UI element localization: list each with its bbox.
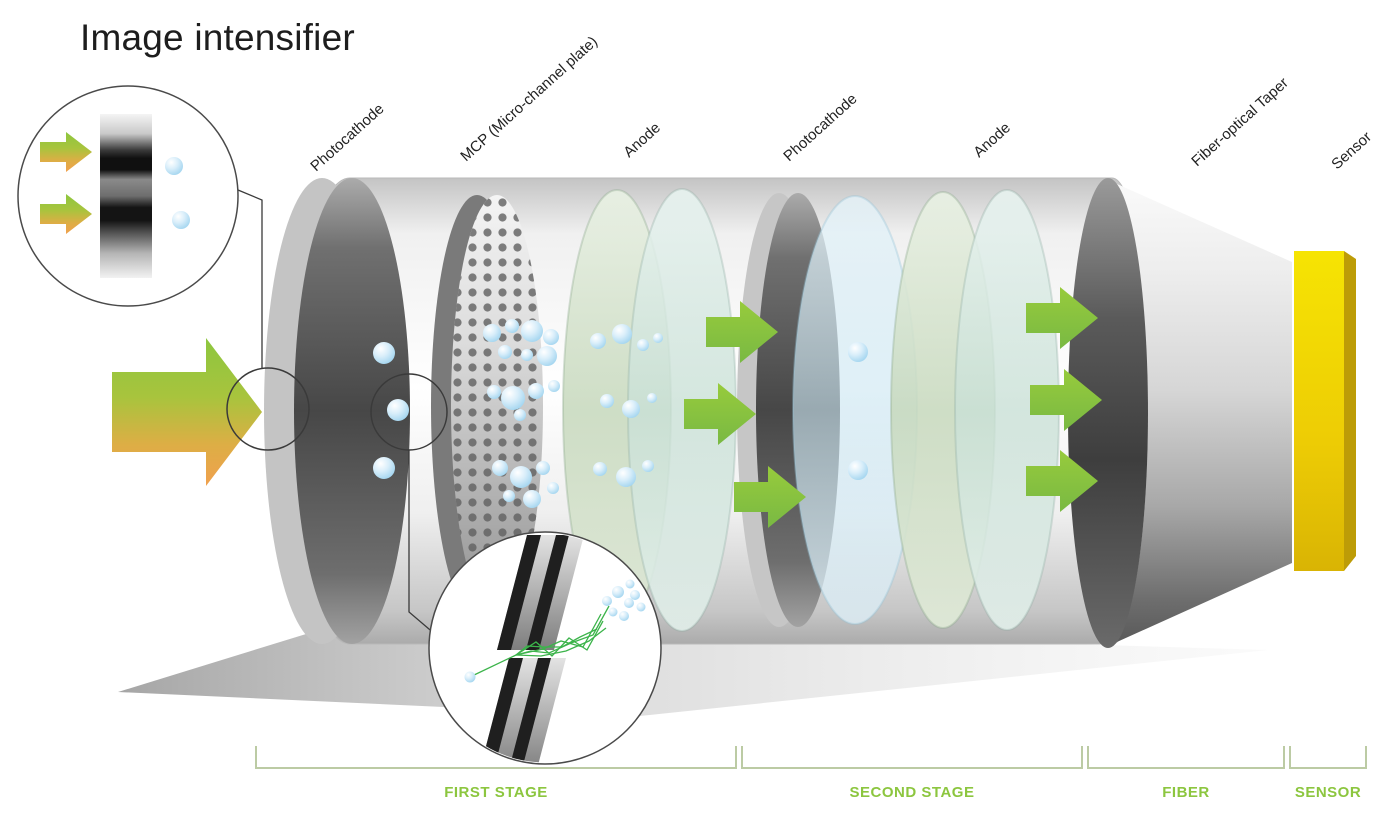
electron-bubble: [514, 409, 526, 421]
stage-bracket-second: [741, 746, 1083, 769]
channel-wall-band: [497, 535, 541, 650]
electron-bubble: [483, 324, 501, 342]
channel-wall: [497, 535, 584, 650]
stage-label-fiber: FIBER: [1162, 784, 1210, 801]
electron-bubble: [487, 385, 501, 399]
electron-bubble: [622, 400, 640, 418]
electron-bubble: [521, 349, 533, 361]
electron-bubble: [543, 329, 559, 345]
electron-bubbles-group: [373, 319, 868, 508]
stage-bracket-first: [255, 746, 737, 769]
electron-bubble: [521, 320, 543, 342]
gain-arrows-stage1: [684, 301, 806, 528]
electron-bubble: [600, 394, 614, 408]
page-title: Image intensifier: [80, 17, 355, 58]
mcp-disc: [431, 195, 543, 617]
component-label-mcp: MCP (Micro-channel plate): [457, 33, 601, 165]
electron-bubble: [501, 386, 525, 410]
electron-bubble: [590, 333, 606, 349]
electron-bubble: [536, 461, 550, 475]
electron-bubble: [848, 342, 868, 362]
electron-bubble: [612, 324, 632, 344]
channel-wall-band: [479, 658, 523, 763]
component-label-fiber-taper: Fiber-optical Taper: [1188, 74, 1291, 170]
component-label-anode-1: Anode: [620, 119, 664, 161]
sensor-block: [1294, 251, 1356, 571]
electron-bubble: [642, 460, 654, 472]
device-shadow: [118, 622, 1268, 716]
electron-bubble: [503, 490, 515, 502]
photon-arrow-icon: [40, 194, 92, 234]
photon-arrow-icon: [40, 132, 92, 172]
taper-front-ring: [1068, 178, 1148, 648]
emitted-electron-bubble: [172, 211, 190, 229]
stage-label-sensor: SENSOR: [1295, 784, 1361, 801]
electron-bubble: [505, 319, 519, 333]
component-label-sensor: Sensor: [1328, 129, 1375, 173]
electron-bubble: [653, 333, 663, 343]
component-label-photocathode-1: Photocathode: [307, 100, 387, 175]
electron-bubble: [547, 482, 559, 494]
electron-bubble: [647, 393, 657, 403]
electron-bubble: [593, 462, 607, 476]
stage-bracket-fiber: [1087, 746, 1285, 769]
component-label-photocathode-2: Photocathode: [780, 90, 860, 165]
electron-bubble: [548, 380, 560, 392]
magnifier-photocathode-inset: [17, 85, 239, 307]
photocathode-disc-1: [264, 178, 410, 644]
gain-arrow: [684, 383, 756, 445]
mcp-channel-detail: [464, 535, 646, 763]
sensor-side-face: [1344, 251, 1356, 571]
channel-wall-band: [508, 658, 551, 763]
fiber-optical-taper: [1108, 180, 1292, 646]
magnifier-mcp-inset: [428, 531, 662, 765]
electron-bubble: [637, 339, 649, 351]
electron-bubble: [848, 460, 868, 480]
electron-bubble: [510, 466, 532, 488]
electron-bubble: [537, 346, 557, 366]
electron-bubble: [387, 399, 409, 421]
gain-arrow: [734, 466, 806, 528]
mcp-channel-wall-upper: [497, 535, 584, 650]
sensor-front-face: [1294, 251, 1344, 571]
electron-bubble: [523, 490, 541, 508]
photocathode-1-face: [294, 178, 410, 644]
electron-bubble: [616, 467, 636, 487]
target-circle-mcp: [370, 373, 448, 451]
electron-bubble: [373, 342, 395, 364]
emitted-electron-bubble: [165, 157, 183, 175]
mcp-channel-wall-lower: [479, 658, 566, 763]
gain-arrow: [1030, 369, 1102, 431]
multiplied-electron-cluster: [602, 579, 646, 621]
connector-line-photocathode: [237, 189, 263, 368]
connector-line-mcp: [408, 450, 437, 636]
electron-bubble: [373, 457, 395, 479]
stage-label-second: SECOND STAGE: [850, 784, 975, 801]
component-label-anode-2: Anode: [970, 119, 1014, 161]
channel-wall-band: [526, 535, 569, 650]
photocathode-cross-section: [100, 114, 152, 278]
light-beam-arrow: [112, 338, 262, 486]
electron-bubble: [498, 345, 512, 359]
stage-bracket-sensor: [1289, 746, 1367, 769]
mcp-channel-holes: [451, 195, 543, 617]
electron-bubble: [528, 383, 544, 399]
gain-arrow: [706, 301, 778, 363]
channel-wall: [479, 658, 566, 763]
gain-arrows-stage2: [1026, 287, 1102, 512]
target-circle-photocathode: [226, 367, 310, 451]
input-electron-bubble: [464, 671, 476, 683]
electron-cascade-lines: [471, 605, 610, 677]
electron-bubble: [492, 460, 508, 476]
gain-arrow: [1026, 287, 1098, 349]
stage-label-first: FIRST STAGE: [444, 784, 548, 801]
gain-arrow: [1026, 450, 1098, 512]
